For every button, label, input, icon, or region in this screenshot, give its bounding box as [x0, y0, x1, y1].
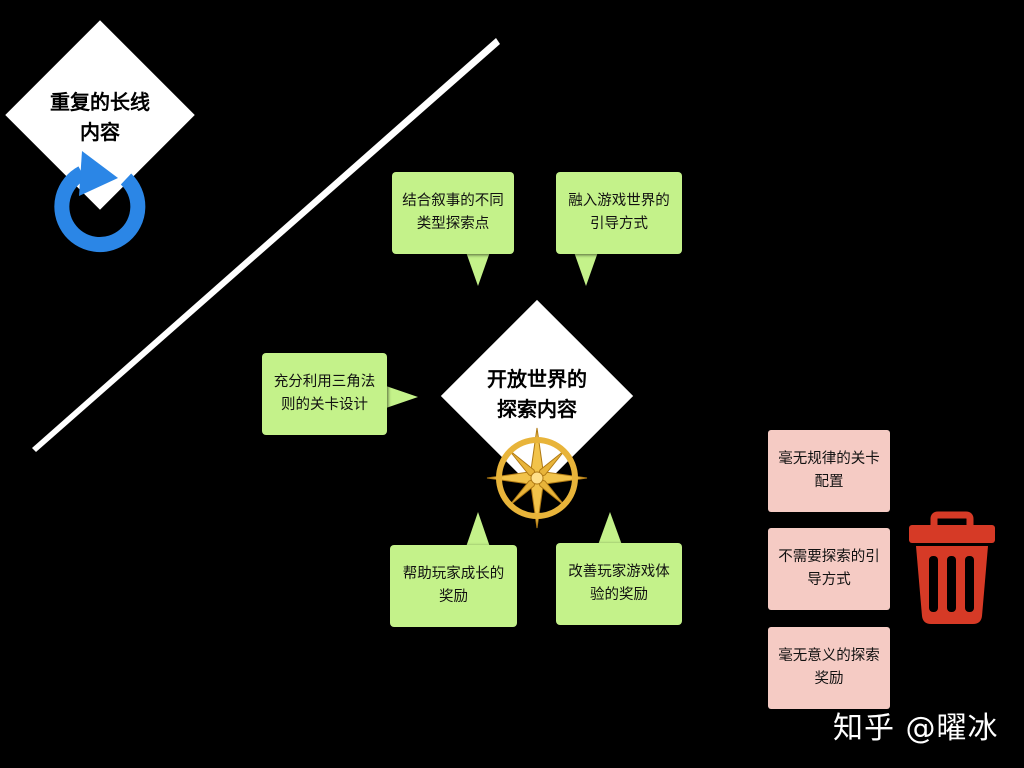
discarded-card-3: 毫无意义的探索 奖励 — [768, 627, 890, 709]
bubble-triangle-design: 充分利用三角法 则的关卡设计 — [262, 353, 387, 435]
discarded-card-2: 不需要探索的引 导方式 — [768, 528, 890, 610]
center-diamond-label: 开放世界的 探索内容 — [487, 367, 587, 421]
bubble-guidance: 融入游戏世界的 引导方式 — [556, 172, 682, 254]
left-diamond-label: 重复的长线 内容 — [50, 90, 150, 144]
watermark: 知乎 @曜冰 — [833, 711, 999, 746]
bubble-growth-reward: 帮助玩家成长的 奖励 — [390, 545, 517, 627]
bubble-narrative-points: 结合叙事的不同 类型探索点 — [392, 172, 514, 254]
discarded-card-1: 毫无规律的关卡 配置 — [768, 430, 890, 512]
bubble-experience-reward: 改善玩家游戏体 验的奖励 — [556, 543, 682, 625]
